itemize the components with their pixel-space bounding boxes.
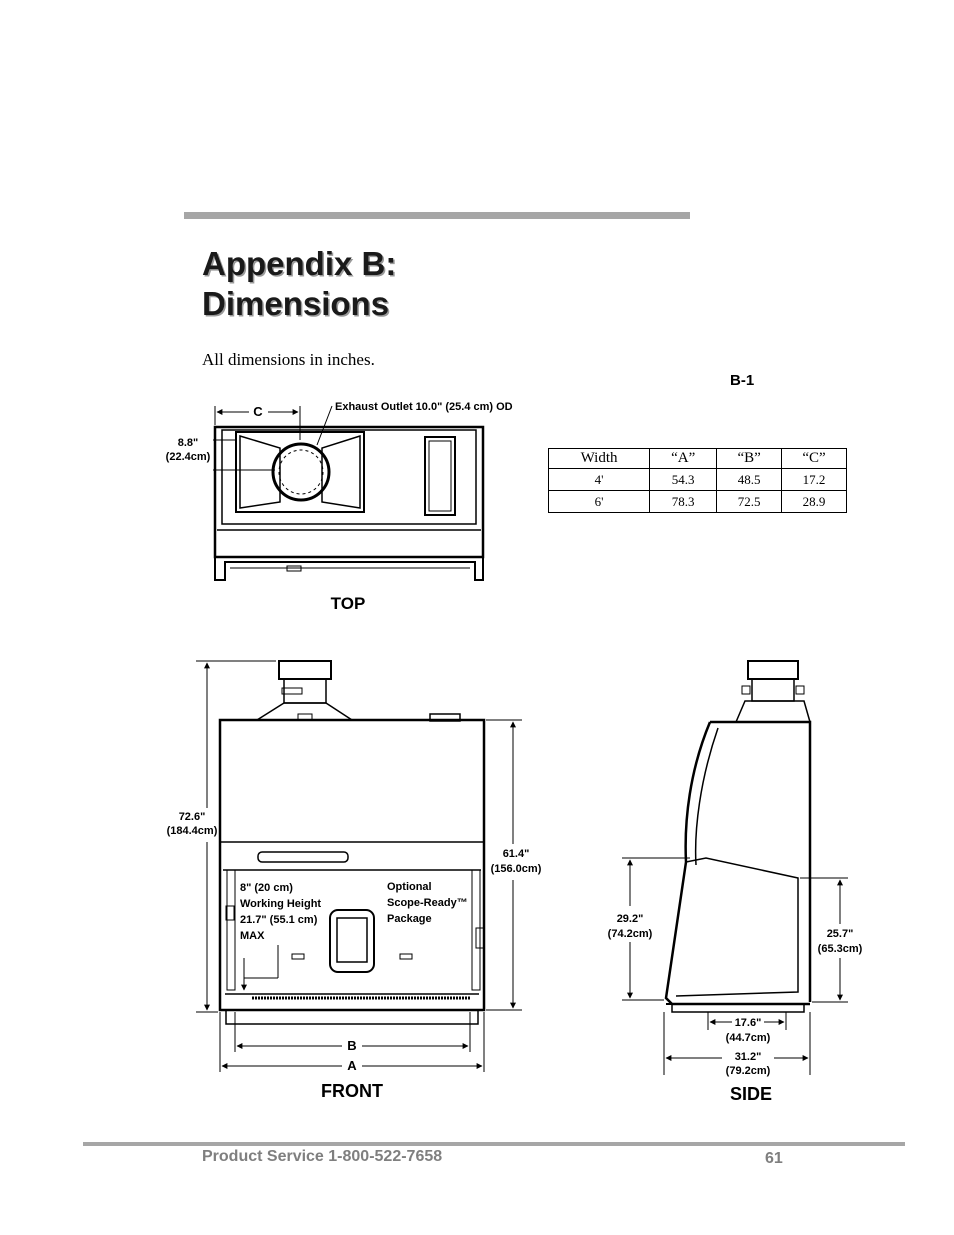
working-height-line1: 8" (20 cm) [240,882,293,894]
top-view-drawing [213,405,485,581]
page-title: Appendix B: Dimensions [202,244,396,324]
optional-line3: Package [387,913,432,925]
column-header: “B” [716,448,783,469]
table-cell: 6' [547,490,651,513]
column-header: “A” [649,448,718,469]
dimension-table: Width “A” “B” “C” 4' 54.3 48.5 17.2 6' 7… [547,448,847,513]
top-view-label: TOP [331,594,366,613]
dim-a-label: A [347,1058,357,1073]
footer-rule [83,1142,905,1146]
front-height-in: 72.6" [179,811,206,823]
table-row: 4' 54.3 48.5 17.2 [547,468,847,491]
optional-line1: Optional [387,881,432,893]
side-dim2-in: 25.7" [827,928,854,940]
figure-label: B-1 [730,372,755,389]
table-cell: 78.3 [649,490,718,513]
page-number: 61 [765,1150,783,1167]
table-cell: 48.5 [716,468,783,491]
front-height2-in: 61.4" [503,848,530,860]
working-height-line4: MAX [240,930,265,942]
front-height2-cm: (156.0cm) [491,863,542,875]
dim-b-label: B [347,1038,356,1053]
intro-text: All dimensions in inches. [202,350,375,369]
side-dim1-in: 29.2" [617,913,644,925]
page-title-line2: Dimensions [202,285,390,322]
table-row: 6' 78.3 72.5 28.9 [547,490,847,513]
table-cell: 17.2 [781,468,847,491]
page-title-line1: Appendix B: [202,245,397,282]
side-view-drawing [622,660,848,1075]
column-header: Width [547,448,651,469]
table-cell: 72.5 [716,490,783,513]
side-dim3-cm: (44.7cm) [726,1032,771,1044]
optional-line2: Scope-Ready™ [387,897,468,909]
working-height-line2: Working Height [240,898,321,910]
side-dim3-in: 17.6" [735,1017,762,1029]
exhaust-note: Exhaust Outlet 10.0" (25.4 cm) OD [335,401,513,413]
side-view-label: SIDE [730,1084,772,1104]
footer-service-text: Product Service 1-800-522-7658 [202,1148,443,1165]
top-offset-in: 8.8" [178,437,199,449]
side-dim2-cm: (65.3cm) [818,943,863,955]
front-view-drawing [196,660,522,1072]
working-height-line3: 21.7" (55.1 cm) [240,914,318,926]
side-dim4-cm: (79.2cm) [726,1065,771,1077]
side-dim1-cm: (74.2cm) [608,928,653,940]
table-cell: 28.9 [781,490,847,513]
dim-c-label: C [253,404,263,419]
header-rule [184,212,690,219]
front-height-cm: (184.4cm) [167,825,218,837]
top-offset-cm: (22.4cm) [166,451,211,463]
front-view-label: FRONT [321,1081,383,1101]
side-dim4-in: 31.2" [735,1051,762,1063]
